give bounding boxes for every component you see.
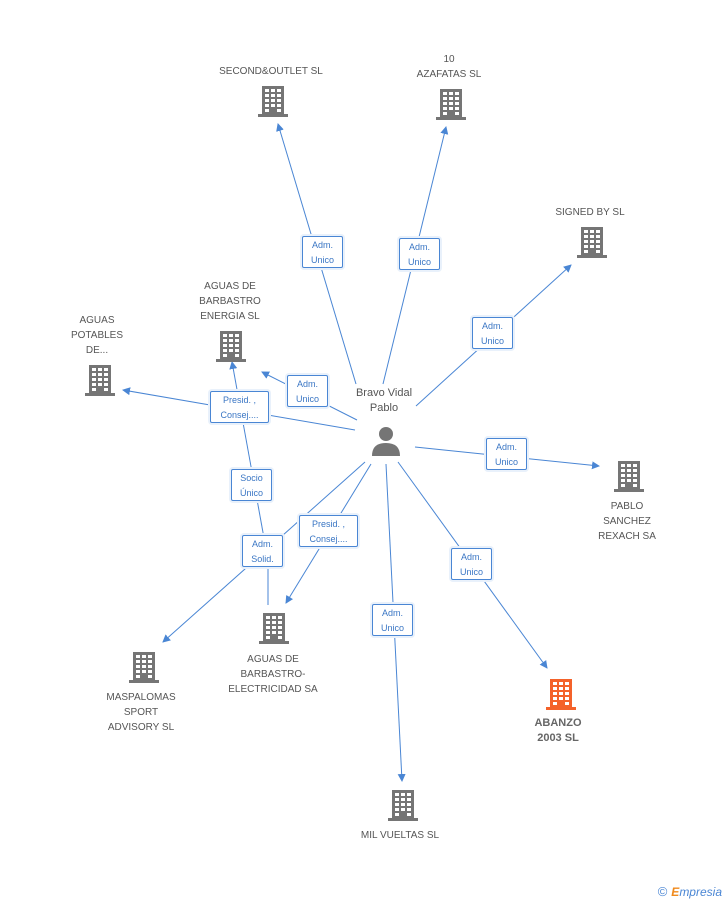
brand-initial: E — [671, 885, 680, 899]
person-icon[interactable] — [372, 427, 400, 456]
center-label[interactable]: Bravo Vidal Pablo — [355, 387, 413, 414]
node-label-electricidad[interactable]: AGUAS DE BARBASTRO- ELECTRICIDAD SA — [228, 654, 318, 695]
edge-label-pablo[interactable]: Adm. Unico — [486, 438, 527, 470]
edge-label-electricidad[interactable]: Presid. , Consej.... — [299, 515, 358, 547]
edge-socio-line — [229, 361, 265, 539]
building-icon-second[interactable] — [258, 86, 288, 117]
edge-label-maspalomas[interactable]: Adm. Solid. — [242, 535, 283, 567]
edge-label-socio[interactable]: Socio Único — [231, 469, 272, 501]
edge-label-second[interactable]: Adm. Unico — [302, 236, 343, 268]
edge-label-energia[interactable]: Adm. Unico — [287, 375, 328, 407]
building-icon-energia[interactable] — [216, 331, 246, 362]
node-label-abanzo[interactable]: ABANZO 2003 SL — [534, 717, 582, 744]
node-label-energia[interactable]: AGUAS DE BARBASTRO ENERGIA SL — [199, 281, 261, 322]
node-label-signed[interactable]: SIGNED BY SL — [555, 207, 625, 218]
building-icon-azafatas[interactable] — [436, 89, 466, 120]
copyright-icon: © — [657, 884, 668, 899]
building-icon-electricidad[interactable] — [259, 613, 289, 644]
edge-label-abanzo[interactable]: Adm. Unico — [451, 548, 492, 580]
building-icon-signed[interactable] — [577, 227, 607, 258]
node-label-pablo[interactable]: PABLO SANCHEZ REXACH SA — [598, 501, 656, 542]
node-label-milvueltas[interactable]: MIL VUELTAS SL — [360, 830, 440, 841]
node-label-azafatas[interactable]: 10 AZAFATAS SL — [416, 54, 482, 80]
edge-label-azafatas[interactable]: Adm. Unico — [399, 238, 440, 270]
node-label-maspalomas[interactable]: MASPALOMAS SPORT ADVISORY SL — [106, 692, 176, 733]
building-icon-milvueltas[interactable] — [388, 790, 418, 821]
edge-label-potables[interactable]: Presid. , Consej.... — [210, 391, 269, 423]
node-label-second[interactable]: SECOND&OUTLET SL — [219, 66, 323, 77]
node-label-potables[interactable]: AGUAS POTABLES DE... — [70, 315, 124, 356]
edge-label-milvueltas[interactable]: Adm. Unico — [372, 604, 413, 636]
building-icon-potables[interactable] — [85, 365, 115, 396]
building-icon-maspalomas[interactable] — [129, 652, 159, 683]
edge-label-signed[interactable]: Adm. Unico — [472, 317, 513, 349]
building-icon-pablo[interactable] — [614, 461, 644, 492]
footer-brand: ©Empresia — [658, 884, 722, 899]
building-icon-abanzo[interactable] — [546, 679, 576, 710]
brand-name: mpresia — [679, 885, 722, 899]
